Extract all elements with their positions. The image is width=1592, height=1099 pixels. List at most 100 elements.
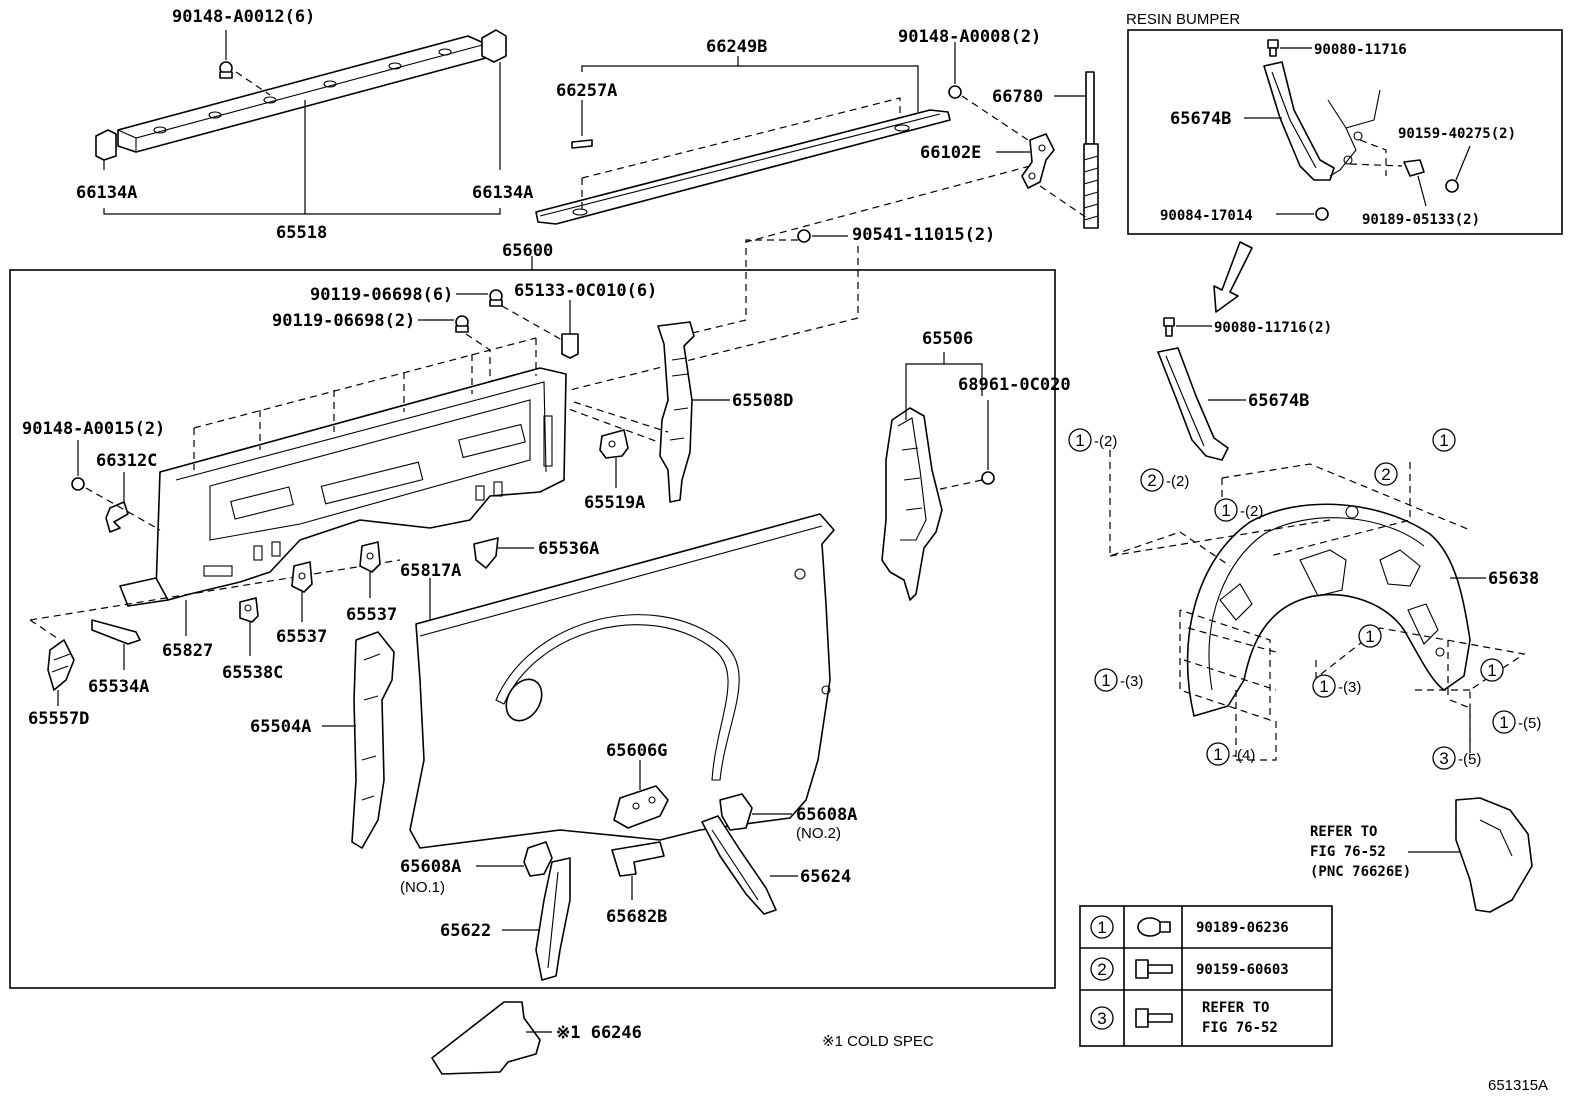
clip-68961-0C020: [981, 471, 995, 485]
label-refer-to-1: REFER TO: [1310, 824, 1377, 840]
svg-text:1: 1: [1221, 501, 1230, 520]
stay-65674B: [1157, 347, 1229, 461]
svg-text:-(3): -(3): [1338, 679, 1361, 696]
label-65600: 65600: [502, 241, 553, 261]
label-90084-17014: 90084-17014: [1160, 208, 1253, 224]
mudguard-76626E: [1455, 797, 1533, 913]
callout-1-4: 1 -(4): [1206, 742, 1255, 766]
callout-1-2-mid: 1 -(2): [1214, 498, 1263, 522]
label-66257A: 66257A: [556, 81, 617, 101]
bracket-65608A-no2: [719, 793, 753, 831]
label-refer-to-2: FIG 76-52: [1310, 844, 1386, 860]
label-90119-06698-2: 90119-06698(2): [272, 311, 415, 331]
label-66249B: 66249B: [706, 37, 767, 57]
front-panel-65827: [119, 367, 567, 607]
label-no2: (NO.2): [796, 825, 841, 842]
label-65519A: 65519A: [584, 493, 645, 513]
outer-side-panel-65817A: [409, 513, 835, 849]
svg-text:-(5): -(5): [1518, 715, 1541, 732]
svg-text:3: 3: [1439, 749, 1448, 768]
label-90189-05133: 90189-05133(2): [1362, 212, 1480, 228]
svg-text:1: 1: [1075, 431, 1084, 450]
screw-icon: [1135, 959, 1173, 979]
label-66102E: 66102E: [920, 143, 981, 163]
svg-text:-(5): -(5): [1458, 751, 1481, 768]
bolt-90148-A0008: [948, 85, 962, 99]
svg-text:3: 3: [1097, 1009, 1106, 1028]
label-resin-bumper: RESIN BUMPER: [1126, 11, 1240, 28]
callout-1-2-left: 1 -(2): [1068, 428, 1117, 452]
bracket-65536A: [473, 537, 499, 569]
label-no1: (NO.1): [400, 879, 445, 896]
bolt-90159-40275: [1445, 179, 1459, 193]
svg-text:-(2): -(2): [1240, 503, 1263, 520]
bolt-90119-06698-6: [489, 289, 503, 307]
svg-text:1: 1: [1487, 661, 1496, 680]
svg-text:1: 1: [1439, 431, 1448, 450]
label-90080-11716: 90080-11716: [1314, 42, 1407, 58]
bolt-90119-06698-2: [455, 315, 469, 333]
label-66312C: 66312C: [96, 451, 157, 471]
label-90148-A0015: 90148-A0015(2): [22, 419, 165, 439]
svg-text:1: 1: [1365, 627, 1374, 646]
pillar-65506: [881, 407, 943, 601]
legend-row-2: 2 90159-60603: [1090, 957, 1289, 981]
svg-text:-(4): -(4): [1232, 747, 1255, 764]
bolt-90080-11716-box: [1267, 39, 1279, 57]
svg-text:2: 2: [1097, 960, 1106, 979]
label-65827: 65827: [162, 641, 213, 661]
pad-66257A: [571, 139, 593, 149]
fender-liner-65638: [1186, 503, 1471, 717]
label-90080-11716-2: 90080-11716(2): [1214, 320, 1332, 336]
svg-text:REFER TO: REFER TO: [1202, 1000, 1269, 1016]
label-66134A-left: 66134A: [76, 183, 137, 203]
brace-65622: [535, 857, 571, 981]
label-65606G: 65606G: [606, 741, 667, 761]
svg-text:1: 1: [1101, 671, 1110, 690]
bracket-65508D: [657, 321, 695, 503]
label-65518: 65518: [276, 223, 327, 243]
svg-text:2: 2: [1381, 465, 1390, 484]
legend-row-1: 1 90189-06236: [1090, 915, 1289, 939]
bracket-65537-b: [359, 541, 381, 573]
label-65622: 65622: [440, 921, 491, 941]
svg-text:1: 1: [1319, 677, 1328, 696]
svg-text:-(2): -(2): [1166, 473, 1189, 490]
bracket-65519A: [599, 429, 629, 459]
clip-90084-17014: [1315, 207, 1329, 221]
legend-row-3: 3 REFER TO FIG 76-52: [1090, 1000, 1278, 1036]
label-68961-0C020: 68961-0C020: [958, 375, 1071, 395]
label-90148-A0012: 90148-A0012(6): [172, 7, 315, 27]
label-65537-b: 65537: [346, 605, 397, 625]
label-65682B: 65682B: [606, 907, 667, 927]
label-65534A: 65534A: [88, 677, 149, 697]
label-65608A-no2: 65608A: [796, 805, 857, 825]
arrow-icon: [1213, 241, 1253, 313]
label-65506: 65506: [922, 329, 973, 349]
label-65638: 65638: [1488, 569, 1539, 589]
svg-text:FIG 76-52: FIG 76-52: [1202, 1020, 1278, 1036]
label-65674B: 65674B: [1248, 391, 1309, 411]
label-65133-0C010: 65133-0C010(6): [514, 281, 657, 301]
callout-3-5: 3 -(5): [1432, 746, 1481, 770]
label-65624: 65624: [800, 867, 851, 887]
bracket-65538C: [239, 597, 259, 623]
svg-text:90189-06236: 90189-06236: [1196, 920, 1289, 936]
callout-1-3-left: 1 -(3): [1094, 668, 1143, 692]
svg-text:2: 2: [1147, 471, 1156, 490]
callout-1-top-right: 1: [1432, 428, 1456, 452]
resin-bumper-frame: [1127, 29, 1563, 235]
label-66246: ※1 66246: [556, 1023, 642, 1043]
label-66134A-right: 66134A: [472, 183, 533, 203]
label-65504A: 65504A: [250, 717, 311, 737]
label-90148-A0008: 90148-A0008(2): [898, 27, 1041, 47]
bracket-65608A-no1: [523, 841, 553, 877]
label-65817A: 65817A: [400, 561, 461, 581]
rail-66249B: [535, 109, 951, 225]
label-65674B-box: 65674B: [1170, 109, 1231, 129]
label-90159-40275: 90159-40275(2): [1398, 126, 1516, 142]
bracket-65534A: [91, 619, 141, 645]
figure-id: 651315A: [1488, 1077, 1548, 1094]
brace-65624: [701, 815, 777, 915]
